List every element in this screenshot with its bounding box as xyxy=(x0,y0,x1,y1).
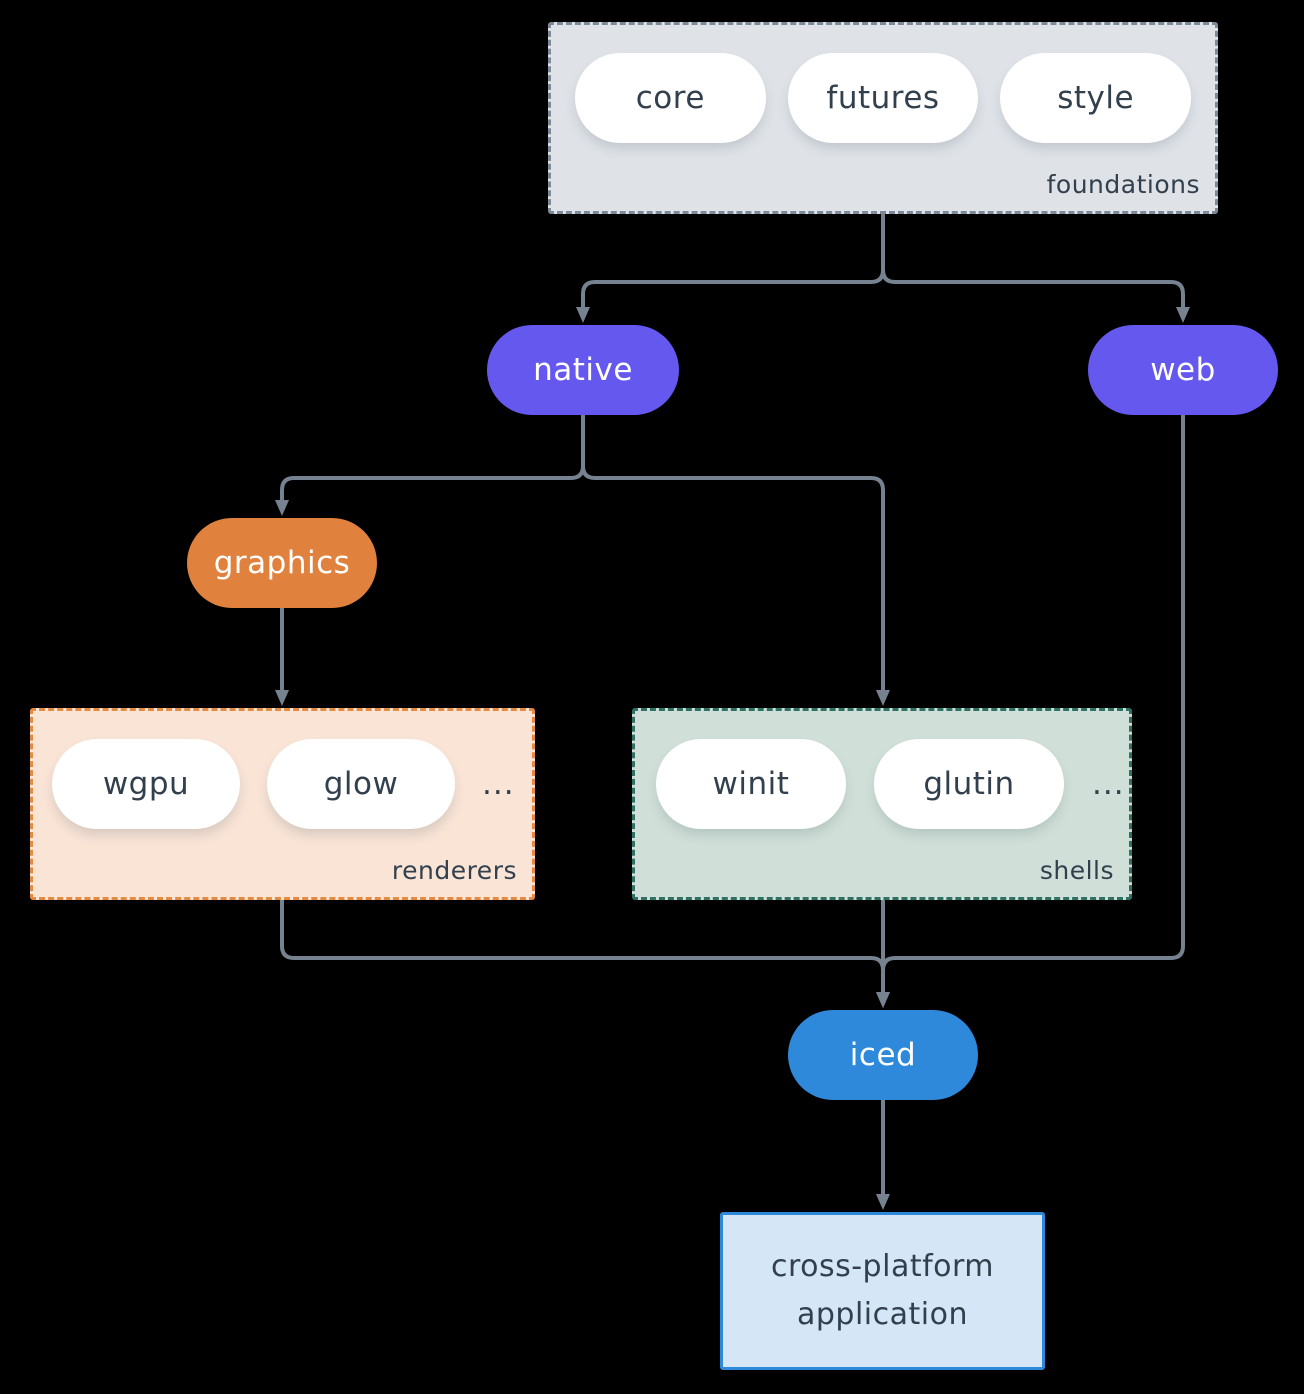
pill-style: style xyxy=(1000,53,1192,143)
pill-iced: iced xyxy=(788,1010,978,1100)
edge-foundations-web xyxy=(881,214,1190,323)
edge-web-iced xyxy=(876,415,1185,1008)
shells-pill-row: winit glutin ... xyxy=(635,711,1129,829)
pill-glow: glow xyxy=(267,739,455,829)
application-label-line1: cross-platform xyxy=(770,1249,995,1284)
pill-web: web xyxy=(1088,325,1278,415)
shells-ellipsis: ... xyxy=(1092,766,1125,802)
application-box: cross-platform application xyxy=(720,1212,1045,1370)
application-label-line2: application xyxy=(797,1297,968,1332)
edge-native-graphics xyxy=(275,415,585,516)
shells-group: winit glutin ... shells xyxy=(632,708,1132,900)
edge-native-shells xyxy=(581,415,890,706)
foundations-pill-row: core futures style xyxy=(551,25,1215,143)
pill-futures: futures xyxy=(787,53,979,143)
pill-native: native xyxy=(487,325,679,415)
renderers-ellipsis: ... xyxy=(482,766,515,802)
renderers-pill-row: wgpu glow ... xyxy=(33,711,532,829)
foundations-label: foundations xyxy=(1046,170,1200,199)
pill-winit: winit xyxy=(656,739,846,829)
renderers-label: renderers xyxy=(391,856,517,885)
pill-wgpu: wgpu xyxy=(52,739,240,829)
pill-glutin: glutin xyxy=(874,739,1064,829)
foundations-group: core futures style foundations xyxy=(548,22,1218,214)
renderers-group: wgpu glow ... renderers xyxy=(30,708,535,900)
pill-graphics: graphics xyxy=(187,518,377,608)
shells-label: shells xyxy=(1039,856,1114,885)
edge-renderers-iced xyxy=(280,900,890,1008)
pill-core: core xyxy=(575,53,766,143)
edge-foundations-native xyxy=(576,214,885,323)
